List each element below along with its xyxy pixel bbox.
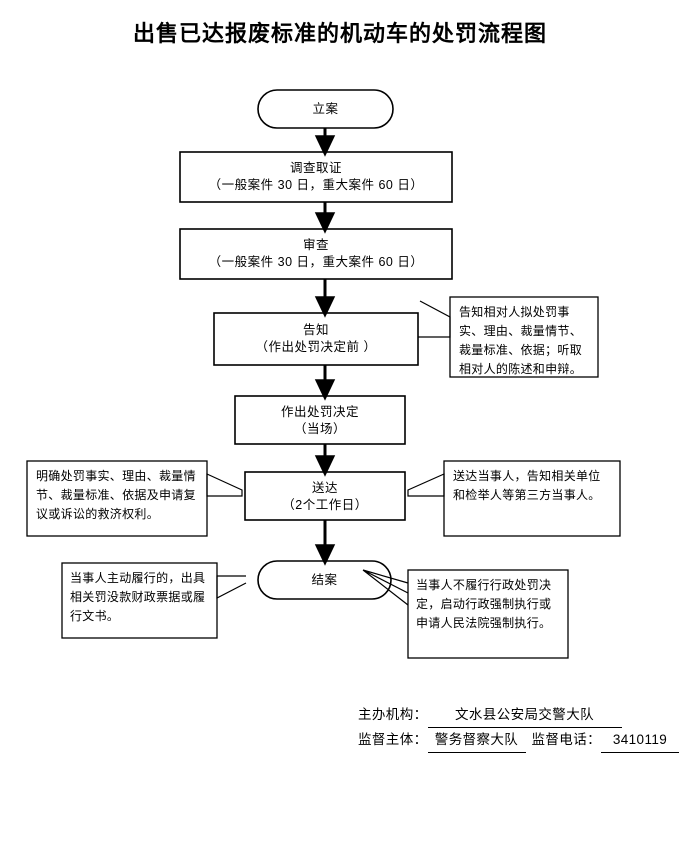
note-box-songda-left [26, 460, 208, 537]
node-label-juedin: 作出处罚决定 （当场） [235, 404, 405, 438]
footer-block: 主办机构： 文水县公安局交警大队 监督主体： 警务督察大队 监督电话： 3410… [358, 703, 679, 753]
note-label-jiean-right: 当事人不履行行政处罚决定，启动行政强制执行或申请人民法院强制执行。 [416, 578, 552, 630]
footer-supervisor-label: 监督主体： [358, 732, 428, 747]
node-shape-diaocha [179, 151, 453, 203]
note-box-gaozhi [449, 296, 599, 378]
footer-row-organizer: 主办机构： 文水县公安局交警大队 [358, 703, 658, 728]
footer-phone-value: 3410119 [601, 728, 679, 753]
footer-organizer-label: 主办机构： [358, 707, 428, 722]
node-label-shencha: 审查 （一般案件 30 日，重大案件 60 日） [180, 237, 452, 271]
node-label-jiean: 结案 [311, 573, 338, 587]
note-label-songda-left: 明确处罚事实、理由、裁量情节、裁量标准、依据及申请复议或诉讼的救济权利。 [36, 469, 196, 521]
node-label-liuan: 立案 [312, 102, 339, 116]
node-label-songda-line2: （2个工作日） [282, 498, 368, 512]
node-shape-gaozhi [213, 312, 419, 366]
note-pointer-gaozhi [418, 300, 451, 338]
note-box-jiean-left [61, 562, 218, 639]
note-pointer-jiean-left [216, 575, 247, 599]
note-pointer-jiean-right [362, 569, 409, 606]
note-pointer-songda-right [407, 473, 445, 497]
note-box-jiean-right [407, 569, 569, 659]
note-label-jiean-left: 当事人主动履行的，出具相关罚没款财政票据或履行文书。 [70, 571, 206, 623]
node-label-shencha-line2: （一般案件 30 日，重大案件 60 日） [208, 255, 424, 269]
note-pointer-songda-left [206, 473, 243, 497]
node-label-diaocha: 调查取证 （一般案件 30 日，重大案件 60 日） [180, 160, 452, 194]
node-label-juedin-line1: 作出处罚决定 [280, 405, 359, 419]
footer-supervisor-value: 警务督察大队 [427, 728, 526, 753]
node-label-juedin-line2: （当场） [293, 422, 346, 436]
note-box-songda-right [443, 460, 621, 537]
page-title: 出售已达报废标准的机动车的处罚流程图 [132, 21, 547, 46]
node-shape-songda [244, 471, 406, 521]
node-label-shencha-line1: 审查 [302, 238, 329, 252]
note-label-gaozhi: 告知相对人拟处罚事实、理由、裁量情节、裁量标准、依据；听取相对人的陈述和申辩。 [459, 305, 583, 376]
node-label-diaocha-line1: 调查取证 [289, 161, 342, 175]
node-label-gaozhi-line1: 告知 [302, 323, 329, 337]
footer-row-supervisor: 监督主体： 警务督察大队 监督电话： 3410119 [358, 728, 679, 753]
node-label-gaozhi: 告知 （作出处罚决定前 ） [214, 322, 418, 356]
node-label-songda-line1: 送达 [311, 481, 338, 495]
footer-phone-label: 监督电话： [531, 732, 601, 747]
node-label-gaozhi-line2: （作出处罚决定前 ） [255, 340, 377, 354]
node-label-diaocha-line2: （一般案件 30 日，重大案件 60 日） [208, 178, 424, 192]
note-label-songda-right: 送达当事人，告知相关单位和检举人等第三方当事人。 [453, 469, 601, 502]
node-shape-shencha [179, 228, 453, 280]
footer-organizer-value: 文水县公安局交警大队 [427, 703, 622, 728]
node-label-songda: 送达 （2个工作日） [245, 480, 405, 514]
